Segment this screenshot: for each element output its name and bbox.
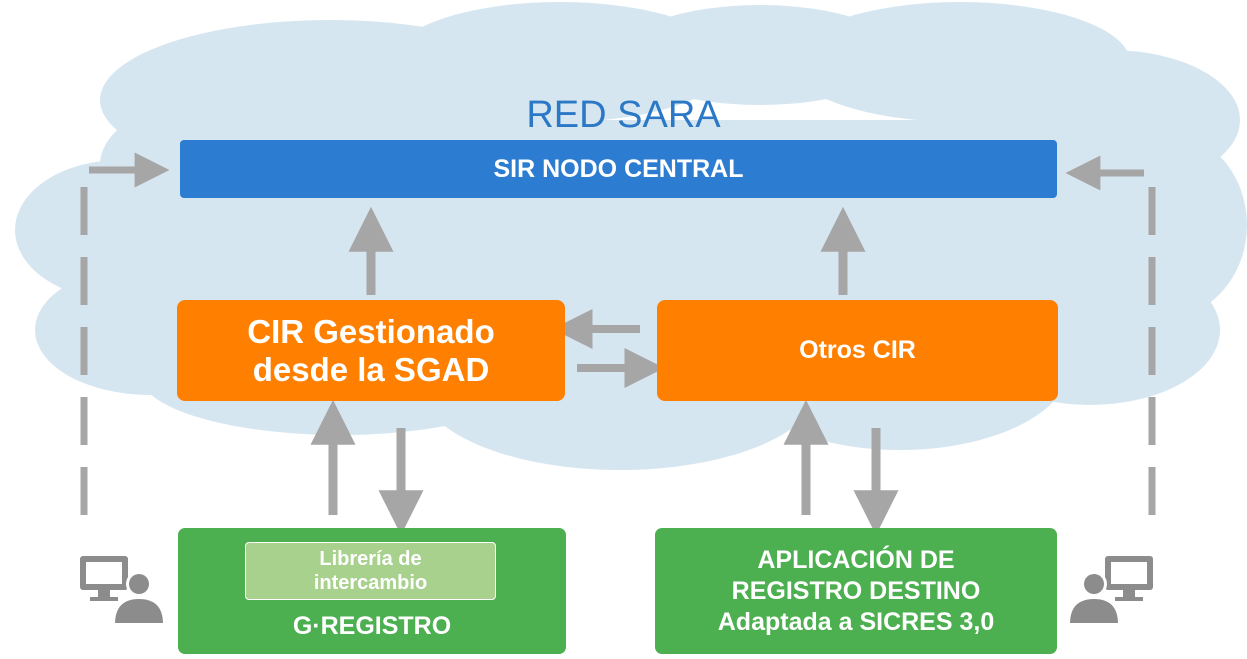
libreria-intercambio-box: Librería de intercambio [245,542,496,600]
g-registro-box: Librería de intercambio G·REGISTRO [178,528,566,654]
cir-sgad-box: CIR Gestionado desde la SGAD [177,300,565,401]
dashed-arrow-right-user [1065,155,1156,515]
otros-cir-label: Otros CIR [799,336,916,364]
user-computer-icon-left [80,556,166,625]
aplicacion-label-line1: APLICACIÓN DE [757,545,955,574]
aplicacion-registro-destino-box: APLICACIÓN DE REGISTRO DESTINO Adaptada … [655,528,1057,654]
user-computer-icon-right [1067,556,1153,625]
aplicacion-label-line2: REGISTRO DESTINO [731,576,981,605]
sir-nodo-central-box: SIR NODO CENTRAL [180,140,1057,198]
dashed-arrow-left-user [80,152,170,515]
cir-sgad-label-line1: CIR Gestionado [247,312,495,350]
otros-cir-box: Otros CIR [657,300,1058,401]
cir-sgad-label-line2: desde la SGAD [252,350,490,388]
libreria-label-line2: intercambio [313,572,428,594]
libreria-label-line1: Librería de [319,548,422,570]
cloud-title: RED SARA [526,94,721,136]
aplicacion-label-line3: Adaptada a SICRES 3,0 [717,607,995,636]
g-registro-label: G·REGISTRO [292,612,452,640]
sir-nodo-central-label: SIR NODO CENTRAL [493,154,744,183]
